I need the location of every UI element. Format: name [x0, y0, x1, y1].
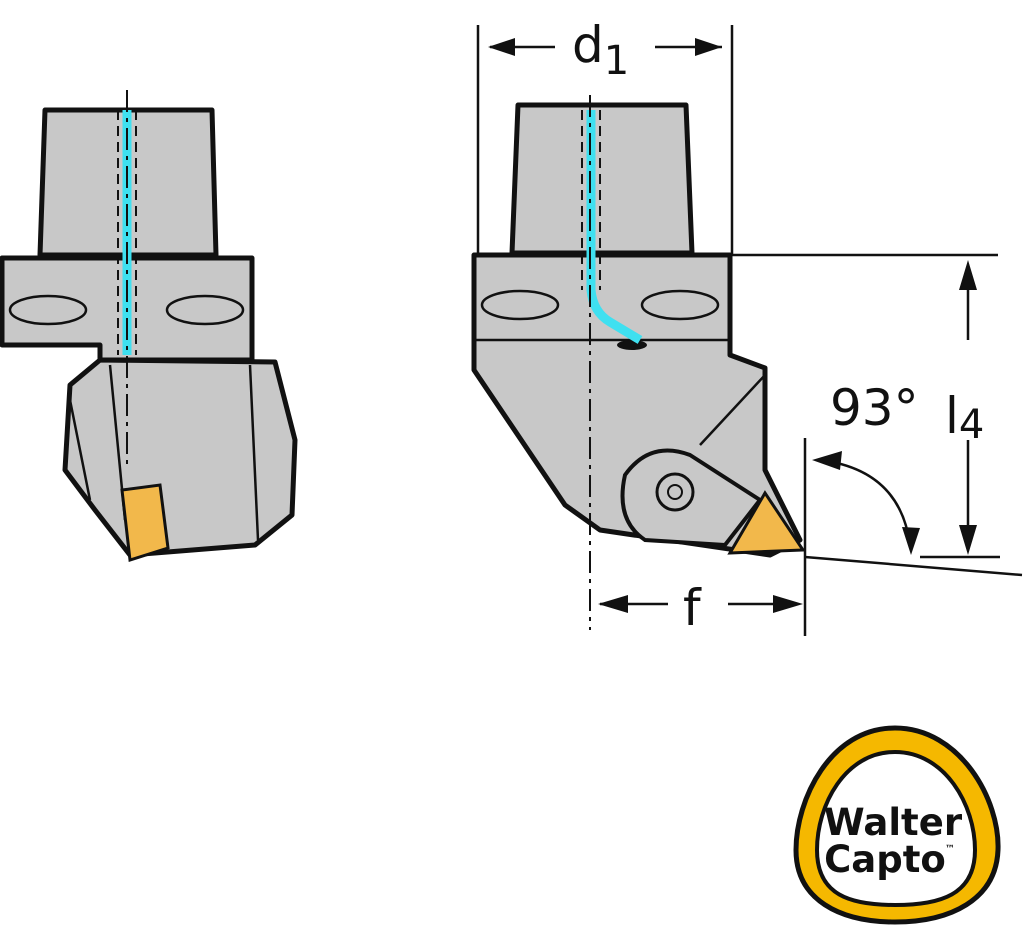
dimension-l4: l4 [945, 387, 984, 448]
screw-slot [165, 294, 245, 326]
arrowhead [959, 260, 977, 555]
torx-screw-icon [655, 472, 695, 512]
insert [727, 490, 806, 555]
dimension-d1: d1 [572, 16, 629, 84]
arrowhead [812, 451, 920, 555]
screw-slot [480, 289, 560, 321]
walter-capto-logo: Walter Capto ™ [793, 725, 1001, 925]
side-view [0, 90, 298, 562]
angle-label: 93° [830, 379, 919, 437]
head [62, 357, 298, 558]
svg-text:™: ™ [945, 844, 955, 855]
screw-slot [640, 289, 720, 321]
front-view [471, 95, 806, 630]
coolant-channel [586, 110, 643, 344]
dimension-f: f [683, 579, 702, 637]
svg-text:Walter: Walter [824, 801, 963, 844]
insert [120, 483, 170, 562]
screw-slot [8, 294, 88, 326]
svg-text:Capto: Capto [824, 838, 946, 881]
arrowhead [488, 38, 722, 56]
dimension-lines: d1 l4 f 93° [476, 16, 1023, 637]
shank [509, 102, 695, 256]
